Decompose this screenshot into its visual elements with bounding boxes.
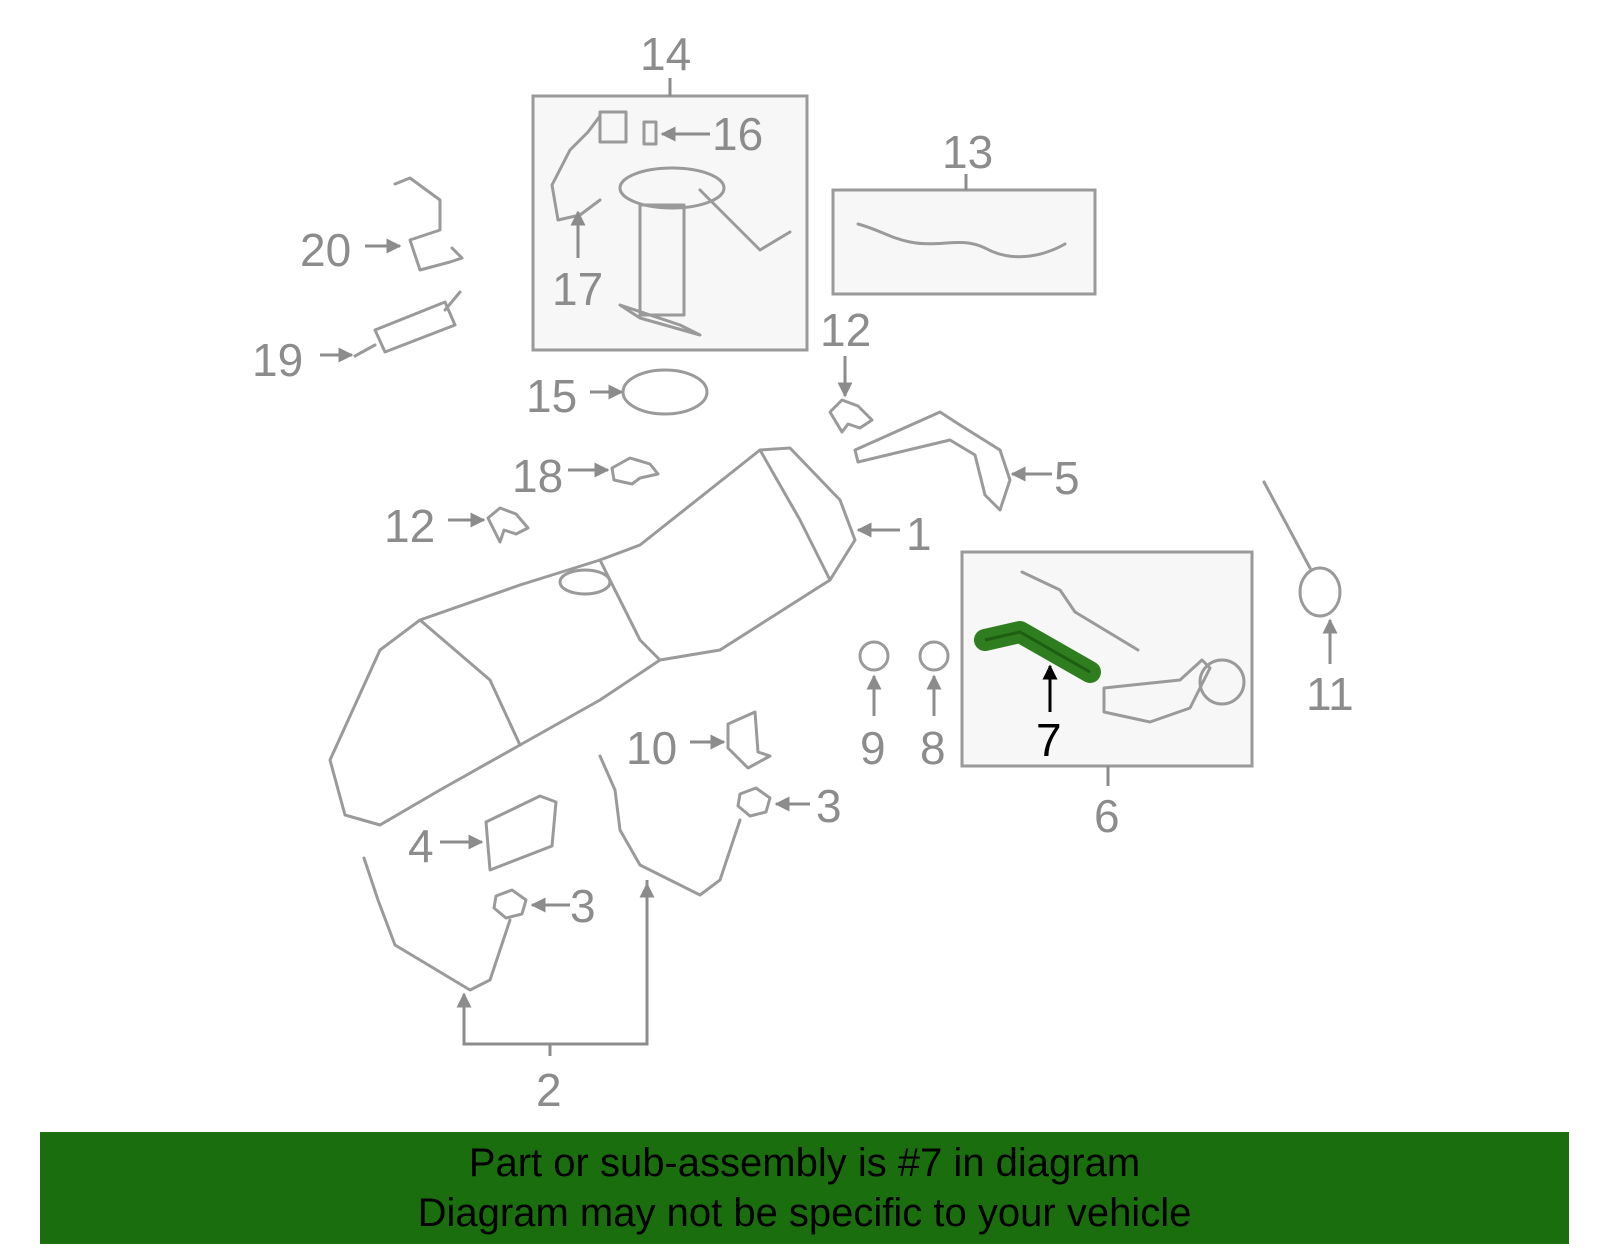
parts-diagram: 14 16 17 13 20 19 15 12 18 5 12 1 11 7 1… — [252, 28, 1354, 1116]
info-banner: Part or sub-assembly is #7 in diagram Di… — [40, 1132, 1569, 1244]
fuel-filter-19 — [353, 290, 462, 358]
fuel-cap-11 — [1262, 480, 1342, 618]
vent-tube — [1020, 570, 1140, 652]
vent-hose — [856, 222, 1067, 259]
callout-19: 19 — [252, 334, 303, 386]
clip-18 — [610, 456, 660, 486]
fuel-tank-1 — [328, 446, 857, 827]
callout-3-right: 3 — [816, 780, 842, 832]
nut-3-left — [492, 888, 528, 920]
callout-7: 7 — [1036, 714, 1062, 766]
callout-20: 20 — [300, 224, 351, 276]
bracket-20 — [393, 176, 464, 272]
callout-13: 13 — [942, 126, 993, 178]
callout-14: 14 — [640, 28, 691, 80]
strap-2-left — [362, 856, 512, 992]
clip-12-top — [828, 398, 874, 434]
lock-ring-15 — [621, 368, 709, 416]
bracket-4 — [484, 794, 558, 872]
callout-10: 10 — [626, 722, 677, 774]
filler-hose-7-highlighted — [974, 621, 1101, 683]
callout-16: 16 — [712, 108, 763, 160]
callout-17: 17 — [552, 263, 603, 315]
pad-10 — [726, 710, 772, 770]
grommet-9 — [858, 640, 890, 672]
bolt-16 — [642, 120, 658, 146]
callout-9: 9 — [860, 722, 886, 774]
callout-11: 11 — [1306, 668, 1354, 720]
callout-2: 2 — [536, 1064, 562, 1116]
callout-8: 8 — [920, 722, 946, 774]
callout-3-left: 3 — [570, 880, 596, 932]
callout-1: 1 — [906, 508, 932, 560]
nut-3-right — [736, 786, 772, 818]
strap-2-right — [598, 754, 742, 897]
heat-shield-5 — [853, 410, 1012, 512]
grommet-8 — [918, 640, 950, 672]
callout-6: 6 — [1094, 790, 1120, 842]
clip-12-left — [486, 506, 530, 544]
banner-line-1: Part or sub-assembly is #7 in diagram — [468, 1141, 1141, 1185]
fuel-pump-module — [550, 110, 792, 337]
callout-4: 4 — [408, 820, 434, 872]
callout-12-top: 12 — [820, 304, 871, 356]
banner-line-2: Diagram may not be specific to your vehi… — [417, 1191, 1192, 1235]
filler-neck — [1102, 658, 1246, 724]
callout-15: 15 — [526, 370, 577, 422]
callout-12-left: 12 — [384, 500, 435, 552]
filler-pipe-box — [960, 550, 1254, 768]
callout-18: 18 — [512, 450, 563, 502]
callout-5: 5 — [1054, 452, 1080, 504]
